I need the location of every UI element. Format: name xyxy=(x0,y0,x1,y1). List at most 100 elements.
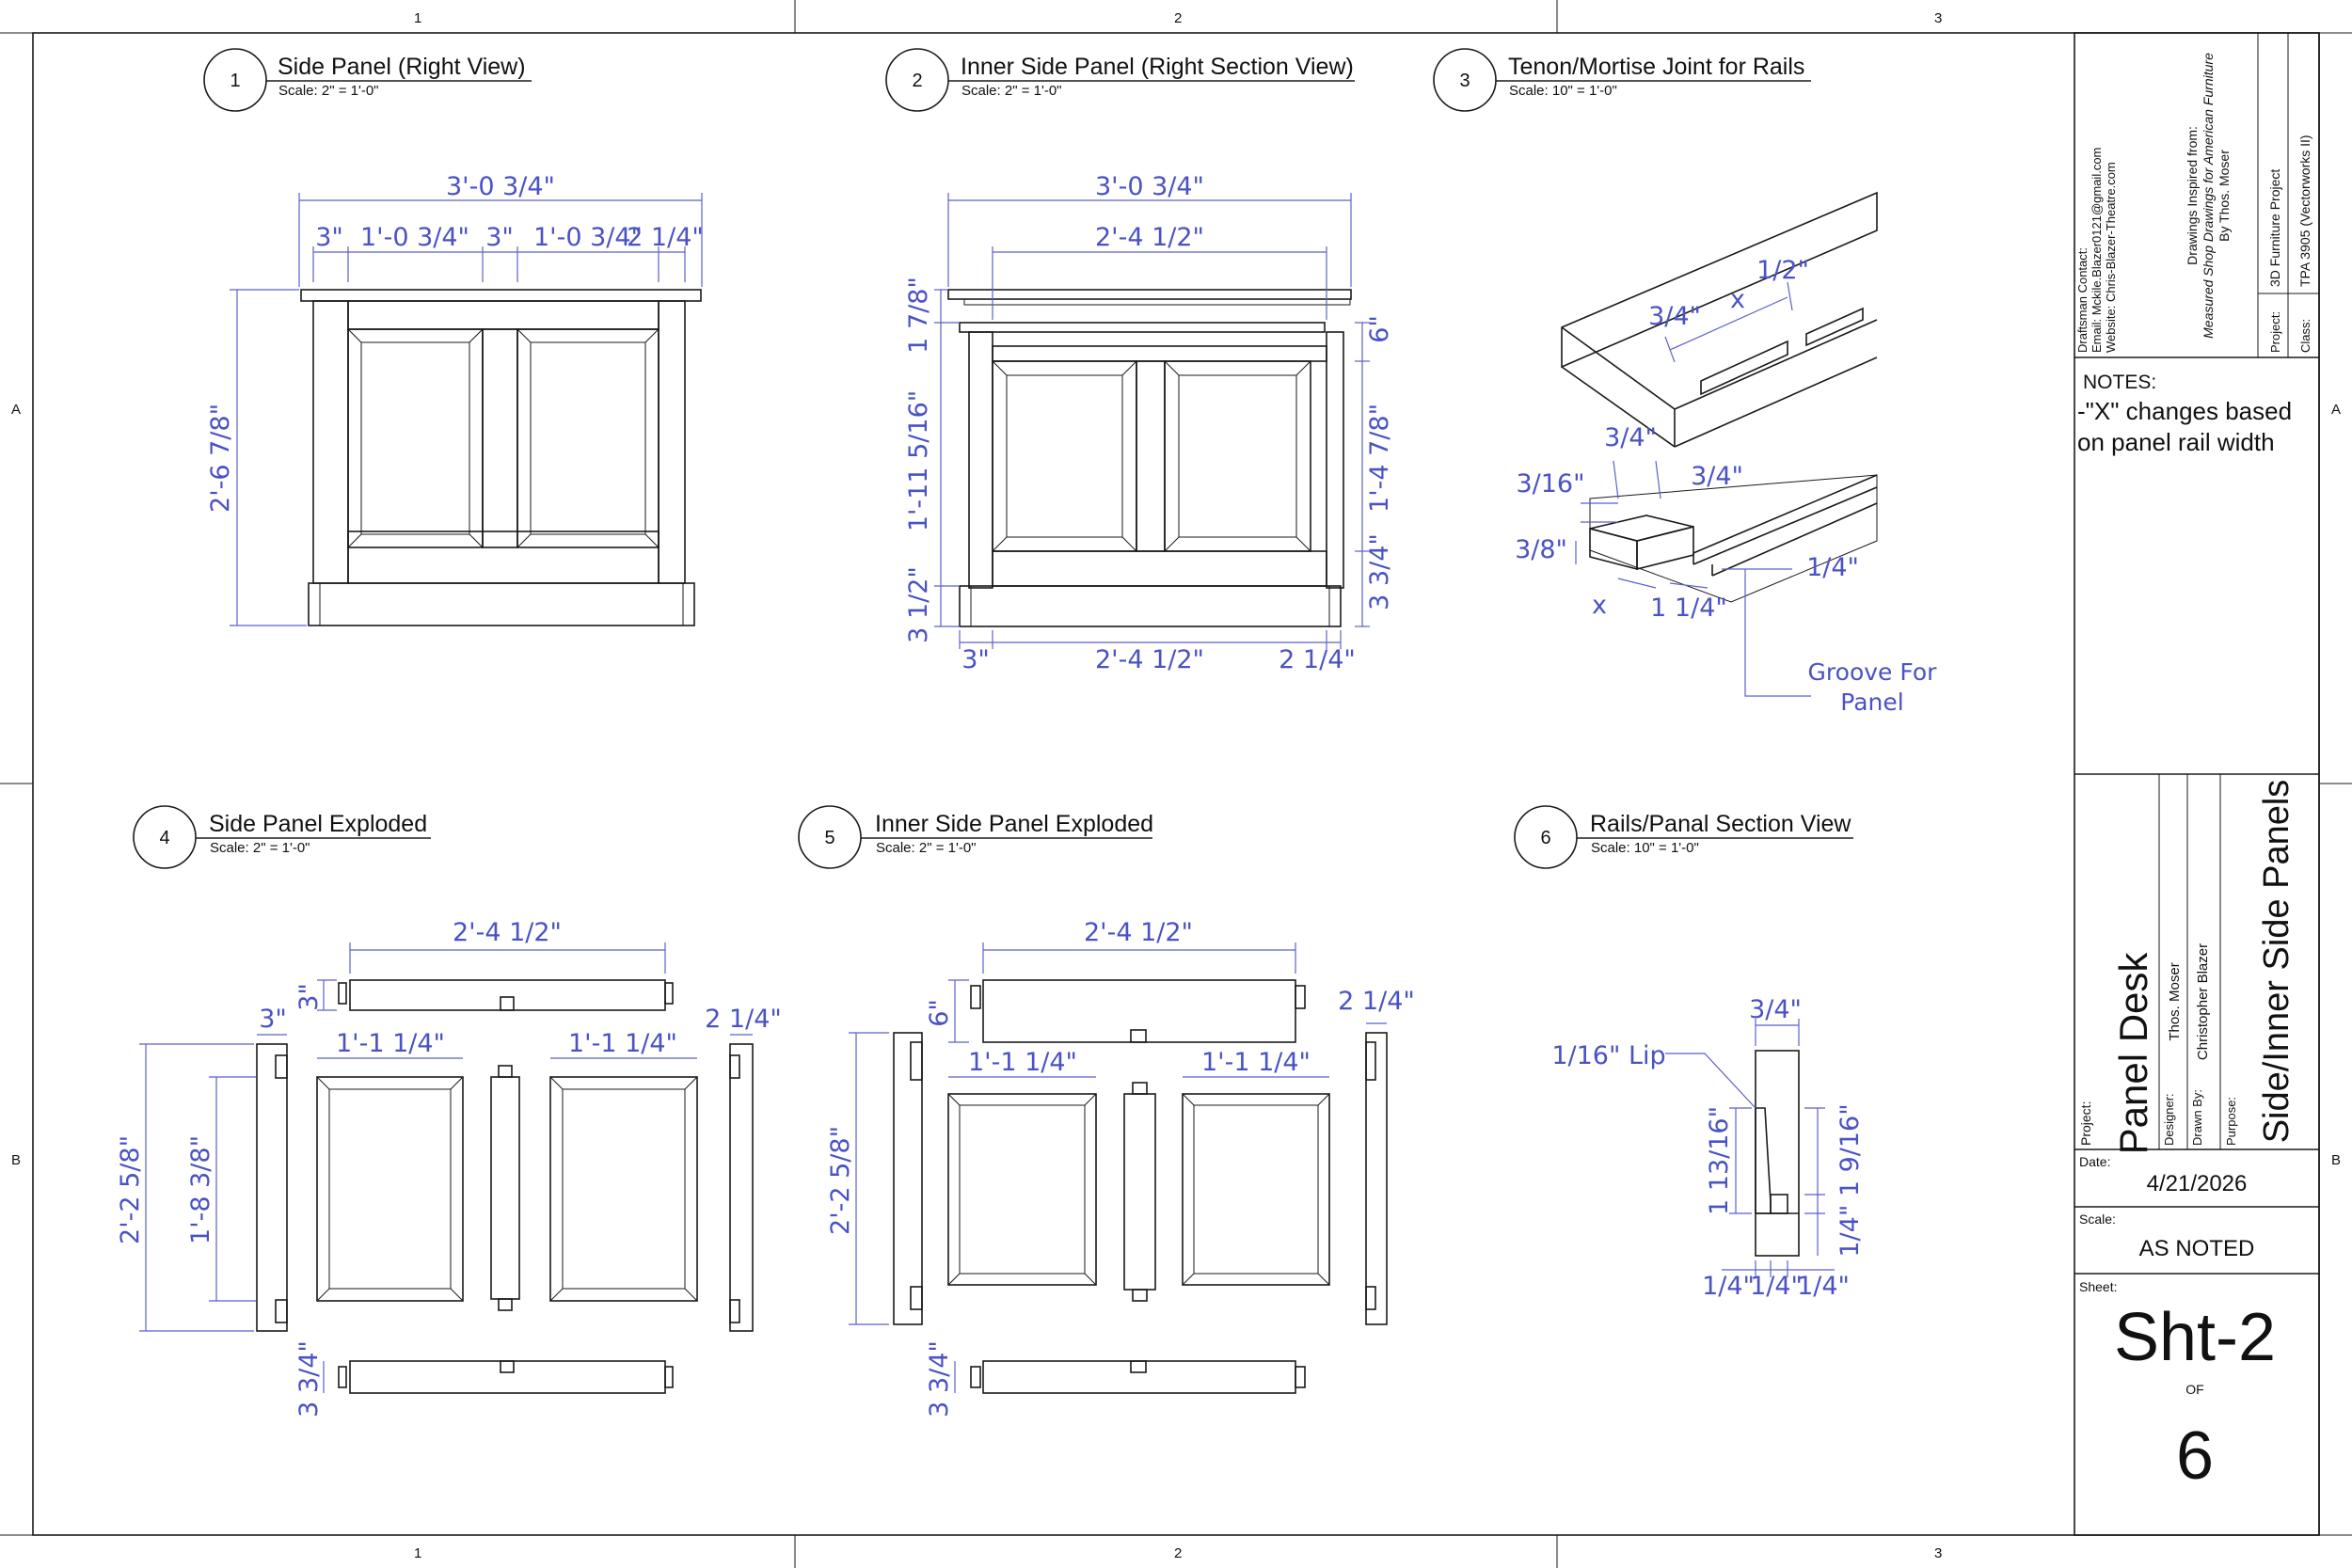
dim-bottom-right: 2 1/4" xyxy=(1279,645,1356,674)
notes-label: NOTES: xyxy=(2083,372,2156,393)
groove-label-2: Panel xyxy=(1840,689,1903,716)
view-header-6: 6 Rails/Panal Section View Scale: 10" = … xyxy=(1514,805,1853,869)
date-value: 4/21/2026 xyxy=(2147,1171,2248,1196)
view-header-2: 2 Inner Side Panel (Right Section View) … xyxy=(885,48,1355,112)
inspired-line-3: By Thos. Moser xyxy=(2217,150,2232,242)
sheet-of: OF xyxy=(2185,1382,2203,1397)
dim-overall-width: 3'-0 3/4" xyxy=(446,172,555,201)
dim-rail-top: 6" xyxy=(1365,315,1394,343)
notes-line-1: -"X" changes based xyxy=(2077,397,2292,425)
dim-stile: 3" xyxy=(485,223,514,252)
dim-stile-width: 2 1/4" xyxy=(1338,987,1415,1016)
lip-label: 1/16" Lip xyxy=(1551,1041,1665,1070)
dim-height: 2'-2 5/8" xyxy=(826,1126,855,1235)
dim-bottom-left: 3" xyxy=(961,645,990,674)
dim-overall-width: 3'-0 3/4" xyxy=(1095,172,1204,201)
dim-panel-width: 1'-1 1/4" xyxy=(1201,1048,1311,1077)
view-number: 5 xyxy=(824,828,834,848)
dim-top: 1 7/8" xyxy=(904,277,933,354)
side-panel-right-view: 3'-0 3/4" 3" 1'-0 3/4" 3" 1'-0 3/4" 2 1/… xyxy=(206,172,704,626)
sheet-number: Sht-2 xyxy=(2114,1300,2276,1375)
contact-website: Website: Chris-Blazer-Theatre.com xyxy=(2104,162,2118,353)
view-title: Inner Side Panel (Right Section View) xyxy=(961,54,1354,80)
inspired-line-2: Measured Shop Drawings for American Furn… xyxy=(2201,53,2216,339)
designer-name: Thos. Moser xyxy=(2167,962,2183,1040)
grid-col-2-bottom: 2 xyxy=(1174,1545,1182,1561)
notes-line-2: on panel rail width xyxy=(2077,428,2275,456)
dim-stile: 3" xyxy=(315,223,343,252)
dim-inner-width: 2'-4 1/2" xyxy=(1095,223,1204,252)
view-scale: Scale: 2" = 1'-0" xyxy=(278,83,379,99)
inner-side-panel-exploded-view: 2'-4 1/2" 6" 2 1/4" 1'-1 1/4" 1'-1 1/4" … xyxy=(826,918,1415,1418)
dim-bottom-rail: 3 3/4" xyxy=(925,1340,954,1418)
view-header-4: 4 Side Panel Exploded Scale: 2" = 1'-0" xyxy=(133,805,431,869)
view-scale: Scale: 2" = 1'-0" xyxy=(210,840,310,856)
dim-rail-height: 6" xyxy=(925,999,954,1027)
dim-panel-width: 1'-1 1/4" xyxy=(968,1048,1077,1077)
dim-bottom-rail: 3 3/4" xyxy=(294,1340,324,1418)
project-name-label: Project: xyxy=(2078,1101,2093,1146)
rails-panel-section-view: 3/4" 1/16" Lip 1 13/16" 1/4" 1 9/16" 1/4… xyxy=(1551,995,1865,1301)
view-header-1: 1 Side Panel (Right View) Scale: 2" = 1'… xyxy=(203,48,532,112)
grid-col-3-bottom: 3 xyxy=(1934,1545,1942,1561)
tenon-mortise-joint-view: 1/2" 3/4" x 3/4" 3/4" 3/16" 3/8" x 1 1/4… xyxy=(1515,191,1937,716)
dim-panel-width: 1'-1 1/4" xyxy=(568,1029,677,1058)
dim-three-quarter: 3/4" xyxy=(1648,302,1701,331)
view-header-5: 5 Inner Side Panel Exploded Scale: 2" = … xyxy=(798,805,1153,869)
dim-stile-width: 2 1/4" xyxy=(705,1005,782,1034)
view-number: 4 xyxy=(159,828,169,848)
grid-col-2-top: 2 xyxy=(1174,10,1182,26)
view-title: Inner Side Panel Exploded xyxy=(875,811,1153,837)
dim-stile: 2 1/4" xyxy=(627,223,704,252)
project-name: Panel Desk xyxy=(2111,952,2155,1155)
class-value: TPA 3905 (Vectorworks II) xyxy=(2297,135,2312,287)
dim-quarter: 1/4" xyxy=(1806,553,1859,582)
inner-side-panel-section-view: 3'-0 3/4" 2'-4 1/2" 1 7/8" 1'-11 5/16" 3… xyxy=(904,172,1394,674)
view-title: Tenon/Mortise Joint for Rails xyxy=(1508,54,1804,80)
view-number: 1 xyxy=(230,71,240,91)
view-scale: Scale: 2" = 1'-0" xyxy=(961,83,1062,99)
dim-rail-width: 3/4" xyxy=(1749,995,1802,1024)
grid-col-1-bottom: 1 xyxy=(414,1545,421,1561)
title-block: Draftsman Contact: Email: Mckile.Blazer0… xyxy=(2074,32,2320,1536)
purpose-value: Side/Inner Side Panels xyxy=(2257,780,2296,1144)
dim-one-and-quarter: 1 1/4" xyxy=(1650,594,1727,623)
dim-height: 2'-2 5/8" xyxy=(116,1135,145,1244)
dim-half: 1/2" xyxy=(1756,256,1809,285)
dim-three-quarter: 3/4" xyxy=(1691,462,1743,491)
drawn-by-name: Christopher Blazer xyxy=(2195,943,2211,1060)
dim-panel-height: 1'-8 3/8" xyxy=(186,1135,215,1244)
sheet-label: Sheet: xyxy=(2079,1279,2117,1294)
dim-height: 2'-6 7/8" xyxy=(206,404,235,513)
dim-bottom-1: 1/4" xyxy=(1702,1272,1755,1301)
scale-label: Scale: xyxy=(2079,1212,2116,1227)
dim-x: x xyxy=(1730,285,1745,314)
view-title: Side Panel Exploded xyxy=(209,811,427,837)
view-scale: Scale: 10" = 1'-0" xyxy=(1591,840,1699,856)
dim-rail-height: 3" xyxy=(294,983,324,1011)
grid-row-a-right: A xyxy=(2331,402,2341,418)
grid-col-3-top: 3 xyxy=(1934,10,1942,26)
sheet-border xyxy=(32,32,2320,1536)
view-number: 2 xyxy=(912,71,922,91)
dim-panel-height: 1'-4 7/8" xyxy=(1365,404,1394,513)
view-scale: Scale: 2" = 1'-0" xyxy=(876,840,977,856)
drawn-by-label: Drawn By: xyxy=(2190,1089,2204,1146)
view-number: 6 xyxy=(1540,828,1550,848)
grid-row-a-left: A xyxy=(11,402,21,418)
view-header-3: 3 Tenon/Mortise Joint for Rails Scale: 1… xyxy=(1433,48,1811,112)
dim-right-height: 1/4" 1 9/16" xyxy=(1836,1103,1865,1257)
side-panel-exploded-view: 2'-4 1/2" 3" 3" 1'-1 1/4" 1'-1 1/4" 2 1/… xyxy=(116,918,782,1418)
dim-mid-height: 1'-11 5/16" xyxy=(904,390,933,531)
class-label: Class: xyxy=(2298,319,2312,353)
dim-panel-width: 1'-1 1/4" xyxy=(336,1029,445,1058)
project-value: 3D Furniture Project xyxy=(2267,169,2282,287)
inspired-line-1: Drawings Inspired from: xyxy=(2185,126,2200,265)
grid-row-b-right: B xyxy=(2331,1152,2341,1168)
dim-top-rail-width: 2'-4 1/2" xyxy=(453,918,562,947)
scale-value: AS NOTED xyxy=(2139,1236,2255,1261)
purpose-label: Purpose: xyxy=(2224,1097,2238,1146)
view-title: Side Panel (Right View) xyxy=(278,54,526,80)
view-title: Rails/Panal Section View xyxy=(1590,811,1851,837)
